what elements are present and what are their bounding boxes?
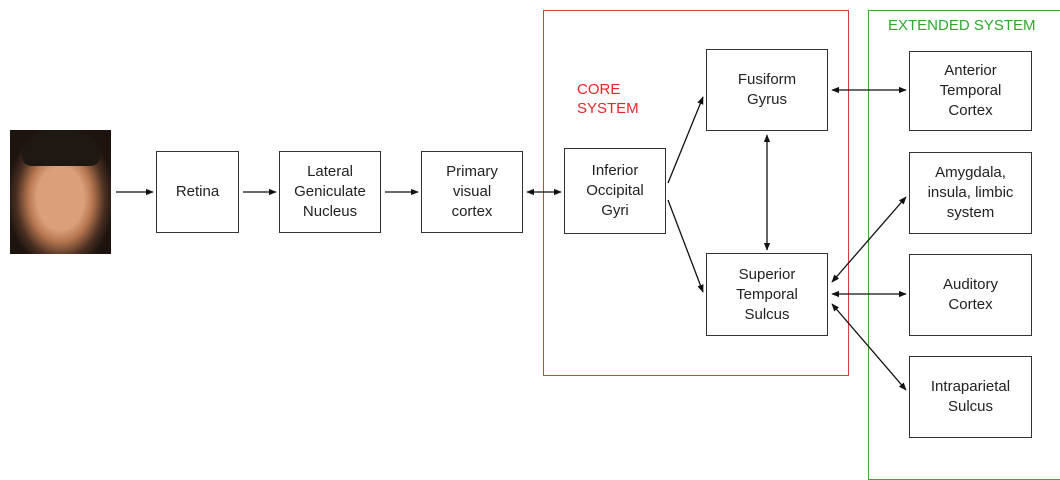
- node-amygdala-insula-limbic: Amygdala, insula, limbic system: [909, 152, 1032, 234]
- node-atc-label: Anterior Temporal Cortex: [939, 62, 1002, 119]
- face-photo-hair: [22, 130, 100, 166]
- node-retina: Retina: [156, 151, 239, 233]
- node-primary-visual-cortex: Primary visual cortex: [421, 151, 523, 233]
- node-superior-temporal-sulcus: Superior Temporal Sulcus: [706, 253, 828, 336]
- arrow-iog-sts: [667, 199, 704, 293]
- node-ips-label: Intraparietal Sulcus: [930, 378, 1011, 415]
- node-v1-label: Primary visual cortex: [446, 163, 498, 220]
- node-fg-label: Fusiform Gyrus: [737, 71, 797, 108]
- node-iog-label: Inferior Occipital Gyri: [586, 162, 644, 219]
- node-fusiform-gyrus: Fusiform Gyrus: [706, 49, 828, 131]
- node-anterior-temporal-cortex: Anterior Temporal Cortex: [909, 51, 1032, 131]
- node-lateral-geniculate-nucleus: Lateral Geniculate Nucleus: [279, 151, 381, 233]
- arrow-sts-ips: [831, 303, 907, 391]
- node-auditory-cortex: Auditory Cortex: [909, 254, 1032, 336]
- node-intraparietal-sulcus: Intraparietal Sulcus: [909, 356, 1032, 438]
- node-aud-label: Auditory Cortex: [942, 276, 999, 313]
- arrow-iog-fg: [667, 96, 704, 184]
- node-retina-label: Retina: [175, 183, 220, 200]
- extended-system-label: EXTENDED SYSTEM: [888, 17, 1036, 34]
- node-lgn-label: Lateral Geniculate Nucleus: [294, 163, 366, 220]
- arrow-sts-amy: [831, 196, 907, 283]
- node-amy-label: Amygdala, insula, limbic system: [927, 164, 1014, 221]
- node-inferior-occipital-gyri: Inferior Occipital Gyri: [564, 148, 666, 234]
- core-system-label: CORE SYSTEM: [577, 81, 639, 117]
- node-sts-label: Superior Temporal Sulcus: [736, 265, 798, 323]
